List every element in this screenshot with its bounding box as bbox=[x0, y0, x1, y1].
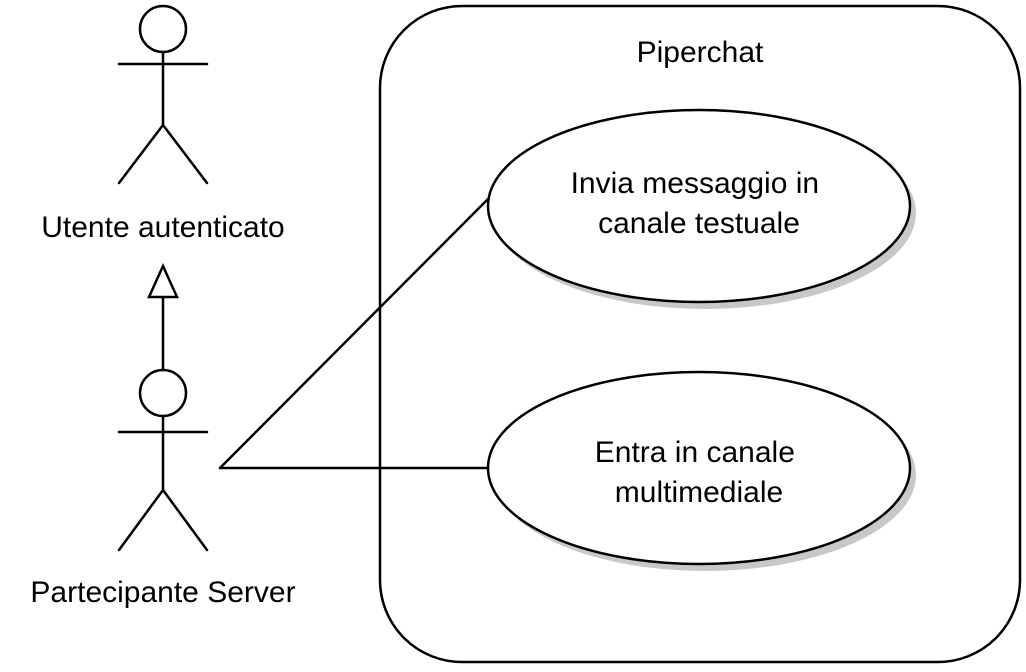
actor-partecipante-server: Partecipante Server bbox=[30, 368, 296, 609]
use-case-label: Invia messaggio in canale testuale bbox=[571, 167, 828, 240]
use-case-label-line: canale testuale bbox=[598, 207, 800, 240]
use-case-send-text-message: Invia messaggio in canale testuale bbox=[486, 108, 916, 309]
use-case-label-line: Entra in canale bbox=[595, 436, 795, 469]
use-case-ellipse bbox=[486, 370, 912, 566]
use-case-label-line: Invia messaggio in bbox=[571, 167, 819, 200]
system-name: Piperchat bbox=[637, 36, 764, 69]
stick-figure-icon bbox=[117, 368, 209, 552]
actor-label: Utente autenticato bbox=[41, 211, 285, 244]
use-case-label-line: multimediale bbox=[615, 476, 783, 509]
actor-utente-autenticato: Utente autenticato bbox=[41, 4, 285, 244]
generalization-arrow bbox=[147, 262, 179, 372]
use-case-label: Entra in canale multimediale bbox=[595, 436, 803, 509]
actor-label: Partecipante Server bbox=[30, 576, 295, 609]
stick-figure-icon bbox=[117, 4, 209, 185]
association-to-uc1 bbox=[218, 194, 493, 470]
use-case-ellipse bbox=[486, 108, 912, 304]
generalization-hollow-triangle bbox=[147, 262, 179, 299]
use-case-join-multimedia-channel: Entra in canale multimediale bbox=[486, 370, 916, 571]
